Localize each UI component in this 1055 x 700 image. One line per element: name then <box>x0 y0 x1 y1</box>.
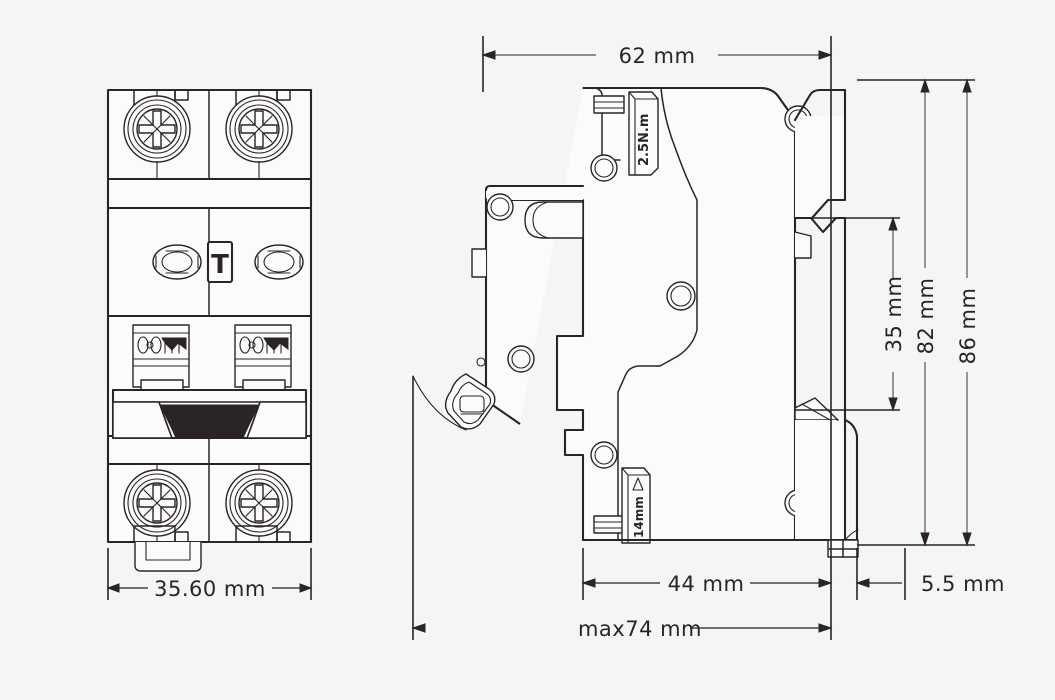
test-button-label: T <box>211 250 229 280</box>
test-button[interactable]: T <box>206 240 234 284</box>
side-view-inner-contour-lower <box>659 299 698 367</box>
dimension-front-width: 35.60 mm <box>106 548 313 601</box>
screw-boss-mid-left <box>507 345 535 373</box>
front-view-indicator-row: T <box>152 240 304 284</box>
dimension-height-overall-label: 86 mm <box>956 288 980 365</box>
dimension-depth-top-label: 62 mm <box>619 44 696 68</box>
dimension-front-width-label: 35.60 mm <box>154 577 266 601</box>
dimension-rail-offset-label: 5.5 mm <box>921 572 1005 596</box>
pozidriv-cross-icon <box>240 110 278 148</box>
side-view-extension-lines <box>412 36 975 640</box>
terminal-screw-bottom-left <box>123 463 191 543</box>
vent-slots-bottom <box>593 515 625 534</box>
terminal-screw-top-left <box>123 89 191 180</box>
side-view-front-rib <box>582 87 621 161</box>
din-clip-stop-tab <box>794 231 812 259</box>
pozidriv-cross-icon <box>138 484 176 522</box>
side-view: 2.5N.m 14mm <box>411 36 1005 641</box>
terminal-screw-bottom-right <box>225 463 293 543</box>
dimension-depth-max-label: max74 mm <box>578 617 702 641</box>
dimension-height-overall: 86 mm <box>956 78 980 547</box>
toggle-handle[interactable] <box>111 388 308 440</box>
dimension-depth-top: 62 mm <box>481 44 833 68</box>
side-tab <box>471 248 486 278</box>
operating-handle[interactable] <box>444 373 496 430</box>
side-view-foot <box>581 529 859 558</box>
torque-label-plate: 2.5N.m <box>628 91 659 176</box>
dimension-height-clip-label: 35 mm <box>882 276 906 353</box>
indicator-window-right <box>254 244 304 280</box>
dimension-height-body-label: 82 mm <box>914 278 938 355</box>
din-clip-lower <box>843 418 859 542</box>
torque-label-text: 2.5N.m <box>637 114 652 166</box>
din-rail-foot <box>134 541 202 572</box>
screw-boss-center <box>666 281 696 311</box>
screw-boss-lower-mid <box>590 441 618 469</box>
strip-length-label-plate: 14mm <box>621 467 651 544</box>
dimension-depth-max: max74 mm <box>411 617 833 641</box>
front-view: T <box>106 88 313 601</box>
din-clip-upper <box>793 88 847 220</box>
front-view-mechanism <box>132 324 292 393</box>
vent-slots-top <box>593 95 625 114</box>
screw-boss-upper-mid <box>590 154 618 182</box>
front-view-bottom-terminal-slots <box>133 525 291 543</box>
dimension-height-clip: 35 mm <box>882 216 906 412</box>
pozidriv-cross-icon <box>240 484 278 522</box>
din-clip-spring <box>794 397 839 421</box>
mechanism-right <box>234 324 292 393</box>
dimension-rail-offset: 5.5 mm <box>855 572 1005 596</box>
screw-boss-top-left <box>486 193 514 221</box>
dimension-depth-body-label: 44 mm <box>668 572 745 596</box>
din-rail-clip <box>793 88 859 542</box>
pozidriv-cross-icon <box>138 110 176 148</box>
side-view-inner-contour <box>660 87 698 301</box>
terminal-screw-top-right <box>225 89 293 180</box>
dimension-depth-body: 44 mm <box>581 572 833 596</box>
side-view-inner-contour-bottom <box>617 365 661 541</box>
handle-swing-arc <box>412 375 467 431</box>
dimension-height-body: 82 mm <box>914 78 938 547</box>
pin-hole <box>476 357 486 367</box>
strip-length-label-text: 14mm <box>632 496 646 538</box>
triangle-up-icon <box>632 477 644 491</box>
indicator-window-left <box>152 244 202 280</box>
terminal-window <box>524 201 584 239</box>
mechanism-left <box>132 324 190 393</box>
